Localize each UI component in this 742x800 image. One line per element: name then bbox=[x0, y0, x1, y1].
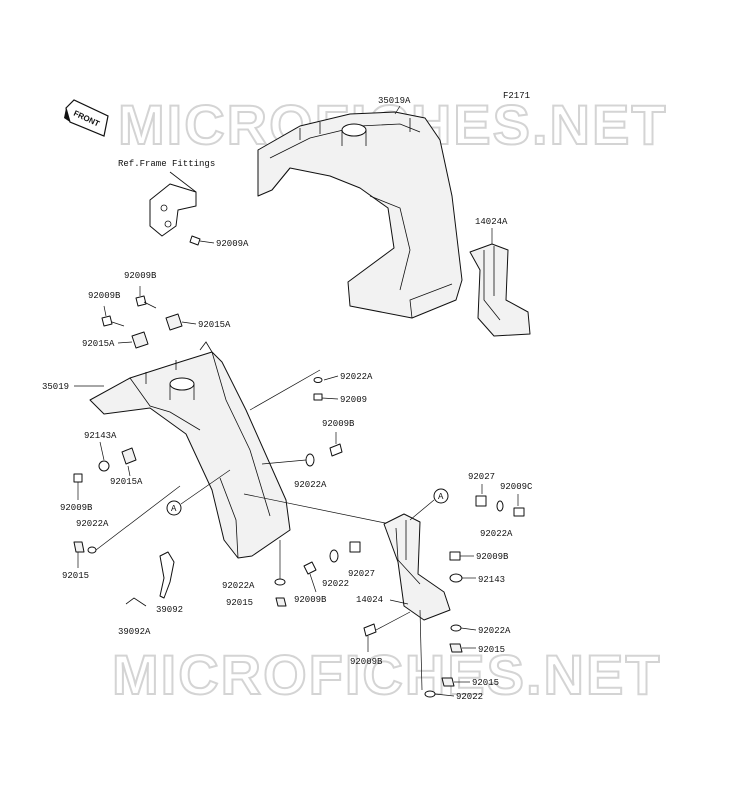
nut-icon bbox=[441, 677, 455, 687]
label-14024: 14024 bbox=[356, 595, 383, 605]
label-39092A: 39092A bbox=[118, 627, 151, 637]
label-92022-a: 92022 bbox=[322, 579, 349, 589]
label-14024A: 14024A bbox=[475, 217, 508, 227]
label-92009: 92009 bbox=[340, 395, 367, 405]
label-35019A: 35019A bbox=[378, 96, 411, 106]
front-arrow-icon: FRONT bbox=[64, 99, 109, 137]
label-92022A-d: 92022A bbox=[222, 581, 255, 591]
washer-icon bbox=[313, 377, 323, 383]
label-92015-a: 92015 bbox=[62, 571, 89, 581]
label-92027-b: 92027 bbox=[468, 472, 495, 482]
label-92009B-a: 92009B bbox=[124, 271, 157, 281]
lower-fender-35019 bbox=[89, 341, 291, 559]
collar-icon bbox=[349, 541, 361, 553]
label-92143A: 92143A bbox=[84, 431, 117, 441]
nut-icon bbox=[121, 447, 137, 465]
washer-icon bbox=[424, 690, 436, 698]
nut-icon bbox=[165, 313, 183, 331]
label-92015-c: 92015 bbox=[478, 645, 505, 655]
label-92022A-c: 92022A bbox=[76, 519, 109, 529]
label-92022A-b: 92022A bbox=[294, 480, 327, 490]
ref-frame-note: Ref.Frame Fittings bbox=[118, 159, 215, 169]
bolt-icon bbox=[363, 623, 377, 637]
bolt-icon bbox=[303, 561, 317, 575]
label-92015-d: 92015 bbox=[472, 678, 499, 688]
upper-fender-35019A bbox=[257, 111, 463, 319]
label-92027-a: 92027 bbox=[348, 569, 375, 579]
washer-icon bbox=[87, 546, 97, 554]
label-92143: 92143 bbox=[478, 575, 505, 585]
callout-a-left-letter: A bbox=[171, 504, 177, 514]
bolt-icon bbox=[101, 315, 113, 327]
washer-icon bbox=[496, 500, 504, 512]
label-92022A-e: 92022A bbox=[480, 529, 513, 539]
nut-icon bbox=[275, 597, 287, 607]
washer-icon bbox=[305, 453, 315, 467]
callout-a-left bbox=[166, 500, 182, 516]
bolt-icon bbox=[73, 473, 83, 483]
callout-a-right-letter: A bbox=[438, 492, 444, 502]
label-92009A: 92009A bbox=[216, 239, 249, 249]
stay-14024A bbox=[469, 243, 531, 337]
label-92022-b: 92022 bbox=[456, 692, 483, 702]
clip-39092A bbox=[125, 597, 147, 607]
nut-icon bbox=[449, 643, 463, 653]
stay-14024 bbox=[383, 513, 451, 621]
nut-icon bbox=[131, 331, 149, 349]
bolt-icon bbox=[189, 235, 215, 246]
callout-a-right bbox=[433, 488, 449, 504]
label-92009B-f: 92009B bbox=[476, 552, 509, 562]
label-92015A-b: 92015A bbox=[82, 339, 115, 349]
label-92022A-a: 92022A bbox=[340, 372, 373, 382]
frame-bracket bbox=[149, 171, 197, 237]
bolt-icon bbox=[449, 551, 461, 561]
label-92009C: 92009C bbox=[500, 482, 533, 492]
label-92009B-e: 92009B bbox=[294, 595, 327, 605]
label-39092: 39092 bbox=[156, 605, 183, 615]
bolt-icon bbox=[313, 393, 323, 401]
collar-icon bbox=[475, 495, 487, 507]
collar-icon bbox=[98, 460, 110, 472]
bolt-icon bbox=[329, 443, 343, 457]
watermark-bottom: MICROFICHES.NET bbox=[112, 643, 662, 706]
label-92009B-g: 92009B bbox=[350, 657, 383, 667]
washer-icon bbox=[329, 549, 339, 563]
label-92015A-c: 92015A bbox=[110, 477, 143, 487]
figure-code: F2171 bbox=[503, 91, 530, 101]
label-92022A-f: 92022A bbox=[478, 626, 511, 636]
washer-icon bbox=[274, 578, 286, 586]
label-92015A-a: 92015A bbox=[198, 320, 231, 330]
clip-39092 bbox=[159, 551, 175, 599]
washer-icon bbox=[450, 624, 462, 632]
label-92009B-d: 92009B bbox=[60, 503, 93, 513]
bolt-icon bbox=[513, 507, 525, 517]
bolt-icon bbox=[135, 295, 147, 307]
label-92015-b: 92015 bbox=[226, 598, 253, 608]
nut-icon bbox=[73, 541, 85, 553]
label-92009B-c: 92009B bbox=[322, 419, 355, 429]
collar-icon bbox=[449, 573, 463, 583]
label-92009B-b: 92009B bbox=[88, 291, 121, 301]
label-35019: 35019 bbox=[42, 382, 69, 392]
